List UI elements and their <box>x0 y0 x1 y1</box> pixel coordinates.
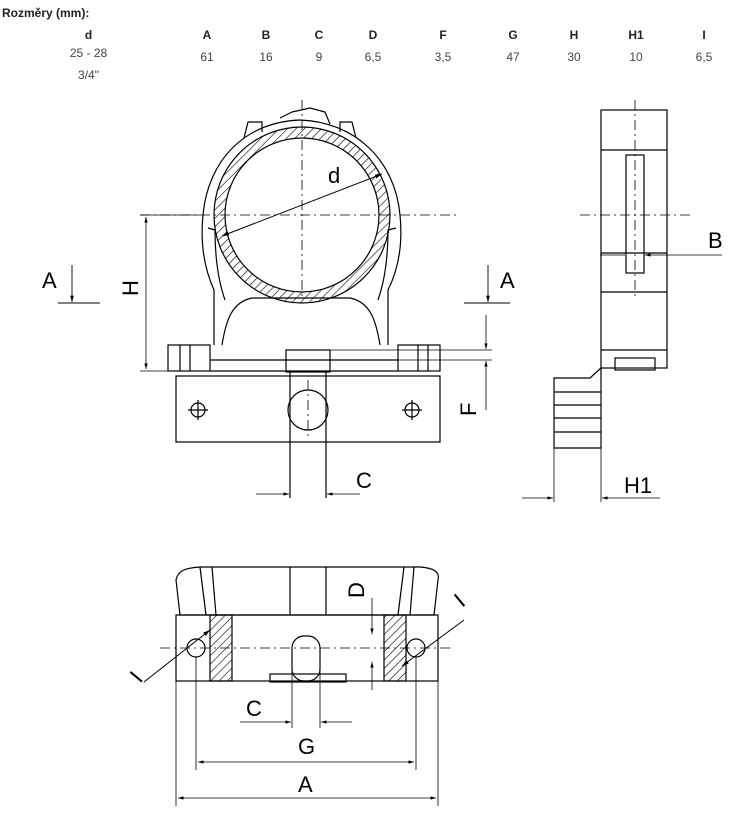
dim-i-right <box>401 619 465 667</box>
label-h1: H1 <box>624 473 652 498</box>
label-d-dim: D <box>344 582 369 598</box>
cell-c: 9 <box>315 50 323 64</box>
dimensions-title: Rozměry (mm): <box>2 6 90 20</box>
table-header-row: d A B C D F G H H1 I <box>0 24 741 46</box>
header-g: G <box>508 28 518 42</box>
header-h1: H1 <box>628 28 644 42</box>
cell-f: 3,5 <box>434 50 452 64</box>
dimensions-table: d A B C D F G H H1 I 25 - 28 3/4" 61 16 … <box>0 24 741 82</box>
cell-b: 16 <box>259 50 273 64</box>
diameter-d-line <box>221 173 383 237</box>
cell-i: 6,5 <box>695 50 713 64</box>
section-a-markers <box>58 265 510 304</box>
cell-d-value: 25 - 28 <box>69 46 108 60</box>
header-b: B <box>261 28 271 42</box>
cell-d-dim: 6,5 <box>364 50 382 64</box>
dim-h <box>140 214 200 372</box>
label-i-right: I <box>449 589 470 612</box>
label-g: G <box>298 734 315 759</box>
label-section-a-left: A <box>42 268 57 293</box>
front-view <box>167 107 441 498</box>
label-h: H <box>118 280 143 296</box>
side-view <box>553 109 668 449</box>
dim-i-left <box>143 629 211 683</box>
label-section-a-right: A <box>500 268 515 293</box>
header-d: d <box>84 28 93 42</box>
label-c-front: C <box>356 468 372 493</box>
label-d: d <box>328 163 340 188</box>
header-i: I <box>702 28 706 42</box>
header-c: C <box>314 28 324 42</box>
dim-g <box>195 657 417 770</box>
header-a: A <box>202 28 212 42</box>
top-view <box>175 566 439 683</box>
cell-d: 25 - 28 3/4" <box>0 46 177 82</box>
side-centerlines <box>580 100 690 300</box>
header-f: F <box>439 28 447 42</box>
label-b: B <box>708 228 723 253</box>
cell-h: 30 <box>567 50 581 64</box>
label-f: F <box>456 403 481 416</box>
cell-g: 47 <box>506 50 520 64</box>
label-c-top: C <box>246 696 262 721</box>
cell-a: 61 <box>200 50 214 64</box>
header-d-dim: D <box>368 28 378 42</box>
table-row: 25 - 28 3/4" 61 16 9 6,5 3,5 47 30 10 6,… <box>0 46 741 82</box>
dim-f <box>330 315 492 410</box>
label-i-left: I <box>125 666 148 687</box>
cell-d-inch: 3/4" <box>78 68 99 82</box>
dim-h1 <box>522 448 660 502</box>
dim-c-top <box>240 648 352 728</box>
dim-a <box>175 681 439 806</box>
cell-h1: 10 <box>629 50 643 64</box>
label-a: A <box>298 772 313 797</box>
header-h: H <box>569 28 579 42</box>
